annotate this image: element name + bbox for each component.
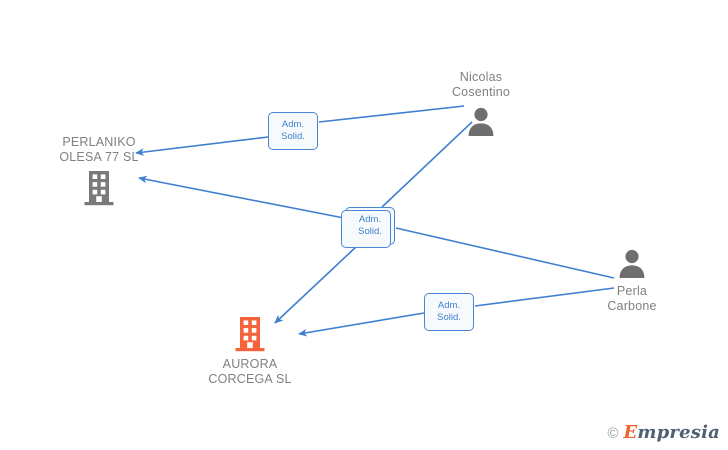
node-label: Nicolas Cosentino: [451, 70, 511, 99]
relation-label-line2: Solid.: [281, 131, 305, 142]
node-label: Perla Carbone: [607, 284, 657, 313]
node-company-aurora-corcega-sl[interactable]: AURORA CORCEGA SL: [175, 315, 325, 387]
building-icon: [235, 317, 265, 352]
relation-label-line2: Solid.: [358, 226, 382, 237]
relation-label-center-stack[interactable]: Adm. Solid.: [341, 207, 395, 248]
brand-rest: mpresia: [637, 422, 720, 443]
copyright-icon: ©: [607, 424, 619, 442]
relation-label-nicolas-perlaniko[interactable]: Adm. Solid.: [268, 112, 318, 150]
relation-label-line1: Adm.: [281, 119, 305, 130]
relation-label-line1: Adm.: [358, 214, 382, 225]
node-company-perlaniko-olesa-77-sl[interactable]: PERLANIKO OLESA 77 SL: [24, 135, 174, 207]
node-label: AURORA CORCEGA SL: [208, 357, 292, 386]
brand-initial: E: [623, 422, 638, 443]
empresia-watermark: © Empresia: [607, 424, 720, 442]
building-icon: [84, 171, 114, 206]
relation-label-line2: Solid.: [437, 312, 461, 323]
node-label: PERLANIKO OLESA 77 SL: [59, 135, 139, 164]
node-person-perla-carbone[interactable]: Perla Carbone: [557, 246, 707, 314]
person-icon: [619, 249, 645, 278]
node-person-nicolas-cosentino[interactable]: Nicolas Cosentino: [406, 70, 556, 138]
person-icon: [468, 107, 494, 136]
relation-label-perla-aurora[interactable]: Adm. Solid.: [424, 293, 474, 331]
brand-wordmark: Empresia: [623, 424, 720, 442]
relation-label-line1: Adm.: [437, 300, 461, 311]
